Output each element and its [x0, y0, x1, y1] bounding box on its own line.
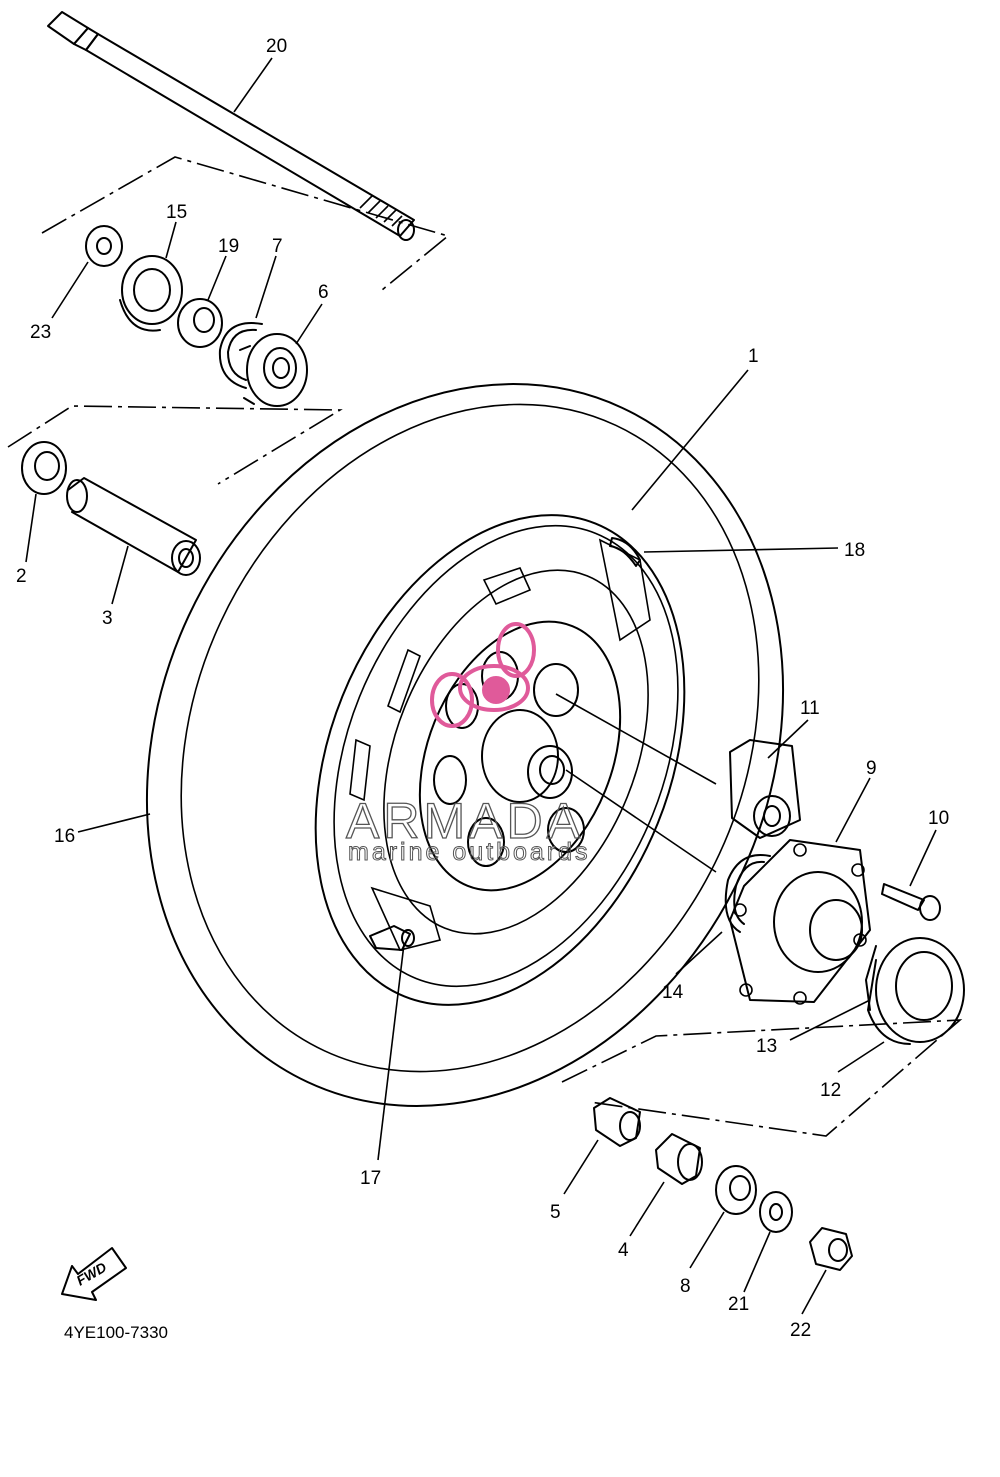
callout-labels: 1 2 3 4 5 6 7 8 9 10 11 12 13 14 15 16 1…	[16, 36, 949, 1341]
bolt-10[interactable]	[881, 883, 941, 921]
callout-22: 22	[790, 1320, 811, 1341]
nut-22[interactable]	[809, 1227, 853, 1271]
washer-23[interactable]	[85, 225, 123, 267]
collar-4[interactable]	[655, 1133, 703, 1185]
valve-17[interactable]	[369, 925, 415, 951]
oil-seal-2[interactable]	[21, 441, 67, 495]
watermark-logo-icon	[430, 622, 536, 728]
callout-8: 8	[680, 1276, 691, 1297]
bearing-6[interactable]	[239, 333, 308, 407]
washer-21[interactable]	[759, 1191, 793, 1233]
callout-5: 5	[550, 1202, 561, 1223]
collar-11[interactable]	[729, 739, 801, 839]
oil-seal-15[interactable]	[119, 255, 183, 332]
callout-4: 4	[618, 1240, 629, 1261]
collar-5[interactable]	[593, 1097, 641, 1147]
balance-weight-18[interactable]	[609, 537, 641, 567]
sprocket-hub-9[interactable]	[729, 839, 871, 1005]
circlip-7[interactable]	[218, 322, 263, 389]
watermark: ARMADA marine outboards	[345, 622, 591, 867]
fwd-arrow-icon: FWD	[61, 1247, 127, 1301]
oil-seal-12[interactable]	[867, 937, 965, 1045]
tire-16[interactable]	[31, 279, 898, 1211]
callout-11: 11	[800, 698, 820, 719]
spacer-3[interactable]	[66, 477, 201, 576]
callout-15: 15	[166, 202, 187, 223]
callout-23: 23	[30, 322, 51, 343]
diagram-code: 4YE100-7330	[64, 1323, 168, 1342]
callout-12: 12	[820, 1080, 841, 1101]
callout-6: 6	[318, 282, 329, 303]
group-bracket-upper	[41, 156, 450, 291]
leader-lines	[25, 57, 937, 1315]
axle-part[interactable]	[47, 11, 415, 241]
callout-16: 16	[54, 826, 75, 847]
collar-19[interactable]	[177, 298, 223, 348]
callout-7: 7	[272, 236, 283, 257]
group-bracket-left	[7, 405, 343, 485]
callout-20: 20	[266, 36, 287, 57]
group-bracket-lower	[561, 1019, 963, 1137]
callout-19: 19	[218, 236, 239, 257]
callout-3: 3	[102, 608, 113, 629]
watermark-brand: ARMADA	[346, 793, 584, 849]
watermark-tagline: marine outboards	[348, 838, 591, 866]
callout-1: 1	[748, 346, 759, 367]
wheel-rim-1[interactable]	[247, 460, 753, 1060]
callout-13: 13	[756, 1036, 777, 1057]
bearing-8[interactable]	[715, 1165, 757, 1215]
callout-14: 14	[662, 982, 684, 1003]
callout-2: 2	[16, 566, 27, 587]
callout-18: 18	[844, 540, 865, 561]
callout-9: 9	[866, 758, 877, 779]
callout-10: 10	[928, 808, 949, 829]
callout-21: 21	[728, 1294, 749, 1315]
callout-17: 17	[360, 1168, 381, 1189]
